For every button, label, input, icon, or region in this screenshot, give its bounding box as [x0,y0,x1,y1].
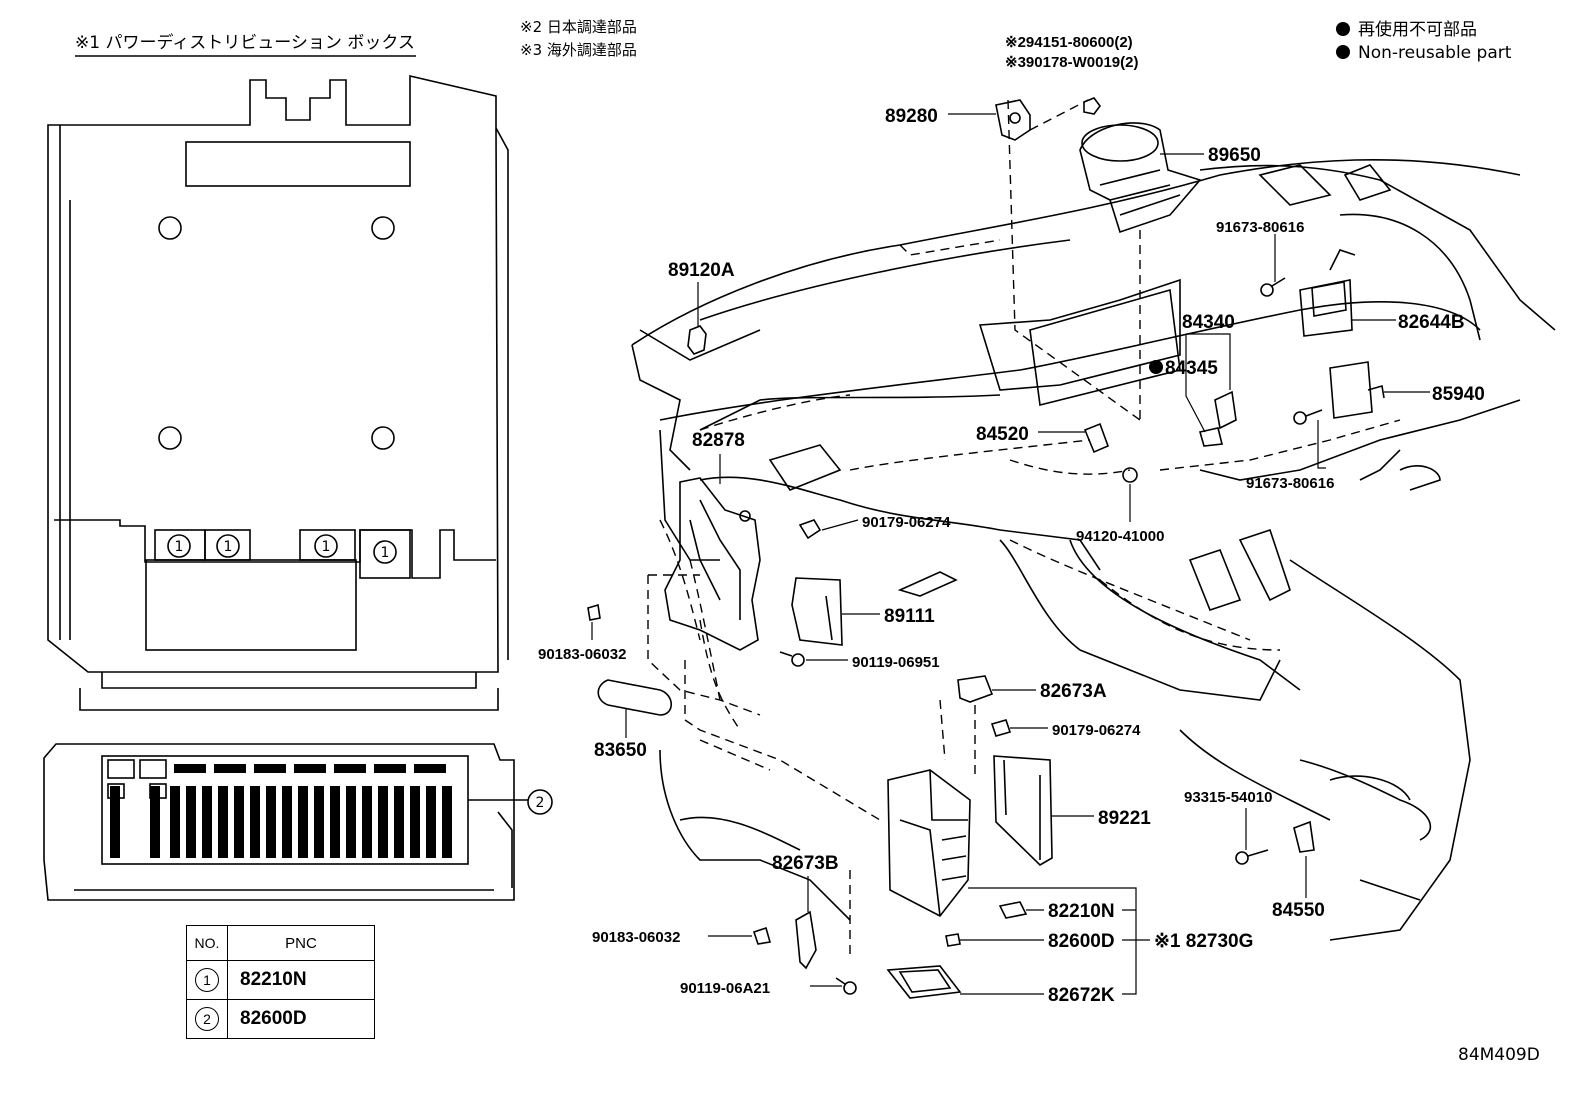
label-90183-06032-left: 90183-06032 [538,646,626,663]
japan-sourced-note: ※2 日本調達部品 [520,18,637,36]
dashboard-outline [631,158,1556,941]
part-82673A-drawing [957,675,994,703]
label-90183-06032-bottom: 90183-06032 [592,929,680,946]
label-82878: 82878 [692,430,745,451]
label-90179-06274-top: 90179-06274 [862,514,951,531]
part-90183-clip-a [587,603,601,621]
part-82600D-drawing [945,933,961,947]
part-90179-clip-b [990,719,1012,737]
part-91673-screw-b [1293,409,1323,425]
part-90119-bolt-b [835,977,857,995]
label-84520: 84520 [976,424,1029,445]
label-93315-54010: 93315-54010 [1184,789,1272,806]
label-89650: 89650 [1208,145,1261,166]
figure-id: 84M409D [1458,1045,1540,1065]
part-82672K-drawing [886,965,962,999]
label-82673A: 82673A [1040,681,1107,702]
box-marker-1: 1 [224,539,233,555]
part-89111-module-drawing [791,577,843,646]
row-number: 1 [195,968,219,992]
power-distribution-box-drawing [47,74,509,711]
box-marker-1: 1 [381,545,390,561]
label-94120-41000: 94120-41000 [1076,528,1164,545]
label-90178-w0019: ※390178-W0019(2) [1005,54,1138,71]
fuse-slot-outlines [107,759,167,799]
fuse-slots [110,764,452,858]
leader-lines [591,113,1430,995]
label-94151-80600: ※294151-80600(2) [1005,34,1133,51]
pnc-table-header-pnc: PNC [227,925,375,961]
part-90179-clip-a [798,519,822,540]
table-row: 1 82210N [186,960,375,1000]
dashed-phantom-lines [647,99,1401,960]
part-84550-drawing [1293,820,1315,853]
row-number: 2 [195,1007,219,1031]
label-82673B: 82673B [772,853,839,874]
non-reusable-dot-icon [1149,360,1163,374]
part-82878-bracket-drawing [664,477,761,651]
label-90179-06274-mid: 90179-06274 [1052,722,1141,739]
label-85940: 85940 [1432,384,1485,405]
overseas-sourced-note: ※3 海外調達部品 [520,41,637,59]
part-91673-screw-a [1260,277,1286,297]
non-reusable-legend-jp: 再使用不可部品 [1358,19,1477,40]
part-89120A-drawing [687,325,707,355]
part-85940-drawing [1329,361,1385,419]
part-89280-drawing [995,99,1031,141]
row-pnc: 82600D [227,999,375,1039]
table-row: 2 82600D [186,999,375,1039]
part-94120-nut-drawing [1122,467,1138,483]
box-circle-markers [167,534,397,564]
part-89650-drawing [1079,122,1202,234]
box-marker-1: 1 [175,539,184,555]
label-89221: 89221 [1098,808,1151,829]
part-82673B-drawing [795,910,817,970]
label-82730G: ※1 82730G [1154,931,1253,952]
pnc-table-header-no: NO. [186,925,228,961]
non-reusable-dot-icon [1336,22,1350,36]
label-84345: 84345 [1165,358,1218,379]
label-82644B: 82644B [1398,312,1465,333]
label-83650: 83650 [594,740,647,761]
fuse-block-drawing [43,743,553,901]
fuse-marker-2: 2 [536,795,545,811]
power-distribution-box-note: ※1 パワーディストリビューション ボックス [75,32,415,53]
label-84550: 84550 [1272,900,1325,921]
part-junction-block-drawing [887,769,971,918]
part-83650-drawing [597,679,673,716]
label-90119-06951: 90119-06951 [852,654,940,671]
part-84345-switch-drawing [1198,390,1237,447]
label-90119-06A21: 90119-06A21 [680,980,770,997]
label-89280: 89280 [885,106,938,127]
part-90119-bolt-a [779,651,805,667]
part-90183-clip-b [752,926,772,945]
part-93315-screw [1235,849,1269,865]
label-82600D: 82600D [1048,931,1115,952]
label-91673-80616-top: 91673-80616 [1216,219,1304,236]
row-pnc: 82210N [227,960,375,1000]
label-89111: 89111 [884,606,935,627]
label-82672K: 82672K [1048,985,1115,1006]
part-84520-drawing [1083,422,1110,454]
part-82644B-drawing [1299,249,1356,337]
pnc-table: NO. PNC 1 82210N 2 82600D [186,925,375,1039]
part-82210N-drawing [998,901,1028,919]
label-84340: 84340 [1182,312,1235,333]
non-reusable-legend-en: Non-reusable part [1358,43,1512,63]
label-89120A: 89120A [668,260,735,281]
non-reusable-dot-icon [1336,45,1350,59]
label-82210N: 82210N [1048,901,1115,922]
label-91673-80616-bottom: 91673-80616 [1246,475,1334,492]
box-marker-1: 1 [322,539,331,555]
part-89221-ecu-drawing [993,755,1053,866]
part-90178-nut-drawing [1083,97,1101,115]
